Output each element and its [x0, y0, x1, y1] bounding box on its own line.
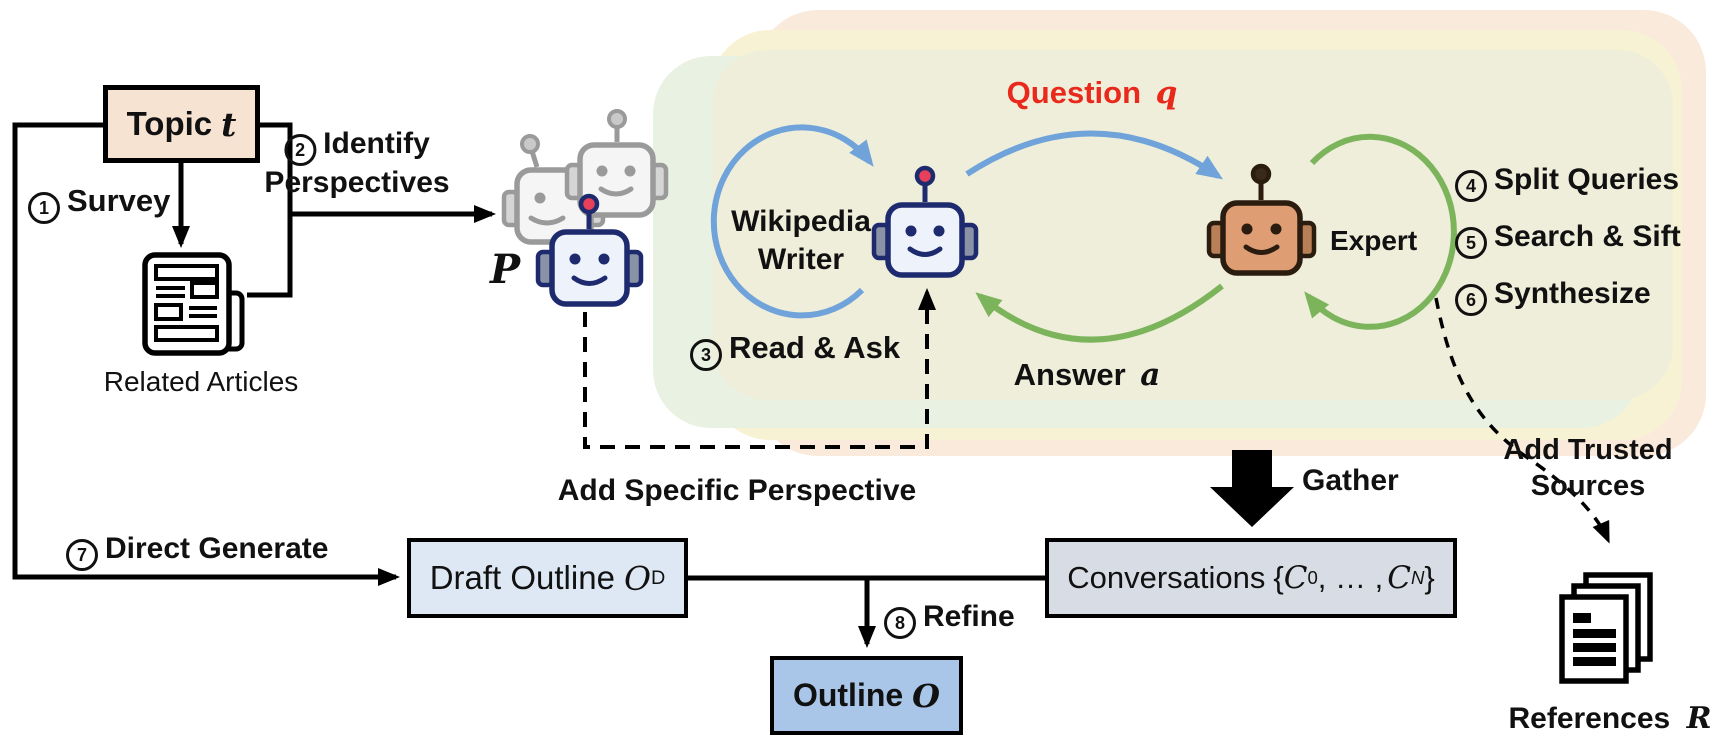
- outline-box: Outline O: [770, 656, 963, 735]
- conversation-sub-0: 0: [1307, 567, 1318, 588]
- split-queries-text: Split Queries: [1494, 163, 1680, 196]
- wikipedia-writer-loop-arc: [710, 124, 874, 319]
- sources-text: Sources: [1530, 470, 1646, 503]
- bg-card-khaki: [712, 50, 1673, 400]
- topic-box: Topic t: [103, 85, 260, 163]
- conversations-label: Conversations: [1067, 560, 1266, 595]
- circled-number-3: 3: [690, 339, 722, 371]
- answer-edge-label: Answer a: [1013, 357, 1161, 393]
- identify-text: Identify: [323, 127, 430, 160]
- expert-loop-arc: [1304, 133, 1457, 330]
- topic-var: t: [221, 104, 237, 144]
- add-specific-perspective-dashed-arrow: [583, 288, 936, 449]
- wikipedia-writer-robot-icon: [871, 165, 979, 278]
- conversation-background-cards: [653, 10, 1706, 456]
- direct-generate-connector: [12, 122, 400, 586]
- add-trusted-sources-dashed-arrow: [1434, 297, 1610, 544]
- add-trusted-sources-label: Add Trusted Sources: [1503, 432, 1672, 505]
- circled-number-1: 1: [28, 192, 60, 224]
- question-arc: [965, 130, 1223, 180]
- related-articles-icon: [142, 252, 245, 356]
- question-text: Question: [1006, 75, 1142, 110]
- references-var: R: [1686, 701, 1712, 736]
- expert-robot-icon: [1206, 163, 1317, 276]
- search-sift-text: Search & Sift: [1494, 220, 1681, 253]
- circled-number-4: 4: [1455, 170, 1487, 202]
- answer-arc: [975, 283, 1224, 343]
- gray-robot-icon: [564, 109, 669, 218]
- conversation-var-0: C: [1283, 560, 1308, 596]
- conversation-dots: , … ,: [1317, 560, 1384, 595]
- outline-var: O: [912, 676, 941, 715]
- wikipedia-text: Wikipedia: [731, 205, 871, 238]
- add-trusted-text: Add Trusted: [1503, 434, 1673, 466]
- answer-var: a: [1140, 357, 1161, 393]
- wikipedia-writer-label: Wikipedia Writer: [731, 203, 871, 279]
- circled-number-2: 2: [284, 134, 317, 166]
- topic-label: Topic: [126, 105, 213, 142]
- question-edge-label: Question q: [1006, 75, 1178, 111]
- gather-block-arrow-icon: [1210, 450, 1294, 527]
- perspective-robot-icon: [535, 193, 644, 307]
- answer-text: Answer: [1013, 357, 1126, 392]
- direct-generate-text: Direct Generate: [105, 532, 329, 565]
- survey-text: Survey: [67, 183, 171, 218]
- synthesize-text: Synthesize: [1494, 277, 1651, 310]
- draft-outline-var: O: [623, 558, 651, 598]
- perspectives-text: Perspectives: [264, 166, 450, 199]
- references-icon: [1559, 572, 1653, 684]
- topic-to-articles-connector: [247, 122, 293, 298]
- circled-number-6: 6: [1455, 284, 1487, 316]
- references-text: References: [1508, 702, 1671, 735]
- circled-number-5: 5: [1455, 227, 1487, 259]
- perspectives-set-symbol: P: [490, 246, 521, 293]
- draft-outline-subscript: D: [651, 566, 666, 589]
- gather-label: Gather: [1302, 464, 1399, 497]
- refine-text: Refine: [923, 600, 1015, 633]
- expert-label: Expert: [1330, 225, 1418, 256]
- circled-number-8: 8: [884, 607, 916, 639]
- read-ask-text: Read & Ask: [729, 330, 901, 365]
- draft-outline-label: Draft Outline: [429, 559, 615, 596]
- related-articles-label: Related Articles: [103, 366, 299, 397]
- writer-text: Writer: [757, 243, 845, 277]
- circled-number-7: 7: [66, 539, 98, 571]
- conversation-var-n: C: [1387, 560, 1411, 596]
- references-label: References R: [1508, 702, 1711, 735]
- conversation-sub-n: N: [1410, 567, 1425, 588]
- add-specific-perspective-label: Add Specific Perspective: [557, 474, 917, 507]
- question-var: q: [1155, 75, 1178, 111]
- brace-close: }: [1424, 560, 1435, 595]
- outline-label: Outline: [792, 677, 904, 713]
- brace-open: {: [1273, 560, 1284, 595]
